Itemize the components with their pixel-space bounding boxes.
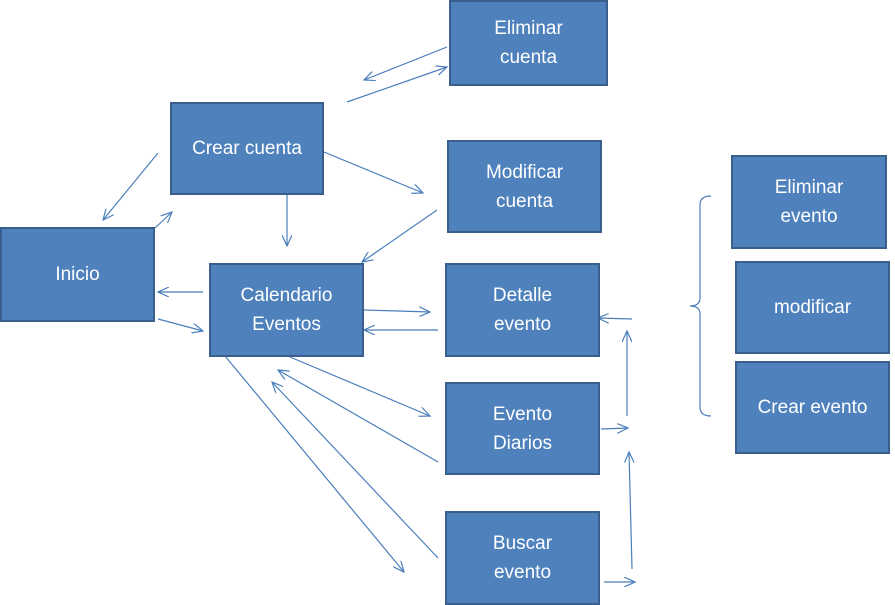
node-buscar-evento: Buscar evento	[445, 511, 600, 605]
arrow-calendario-to-buscar-evento	[224, 355, 404, 572]
arrow-calendario-to-detalle	[363, 310, 430, 312]
node-label: Detalle evento	[492, 285, 553, 335]
node-modificar: modificar	[735, 261, 890, 354]
arrow-modificar-cuenta-to-calendario	[362, 209, 438, 262]
arrow-crear-cuenta-to-inicio	[103, 152, 159, 220]
node-evento-diarios: Evento Diarios	[445, 382, 600, 475]
arrow-buscar-evento-to-calendario	[272, 382, 439, 559]
node-eliminar-cuenta: Eliminar cuenta	[449, 0, 608, 86]
arrow-evento-diarios-out	[600, 428, 628, 429]
arrow-crear-cuenta-to-modificar-cuenta	[323, 151, 423, 193]
node-modificar-cuenta: Modificar cuenta	[447, 140, 602, 233]
node-label: Modificar cuenta	[485, 161, 564, 212]
node-label: Crear evento	[757, 397, 868, 418]
arrow-inicio-to-calendario	[157, 318, 203, 331]
node-crear-evento: Crear evento	[735, 361, 890, 454]
node-detalle-evento: Detalle evento	[445, 263, 600, 357]
node-label: Evento Diarios	[492, 403, 553, 454]
arrow-inicio-to-crear-cuenta	[154, 212, 172, 229]
node-label: Eliminar cuenta	[494, 18, 563, 68]
arrow-eliminar-cuenta-to-back	[364, 46, 448, 80]
node-inicio: Inicio	[0, 227, 155, 322]
node-eliminar-evento: Eliminar evento	[731, 155, 887, 249]
node-label: Eliminar evento	[774, 177, 844, 227]
node-crear-cuenta: Crear cuenta	[170, 102, 324, 195]
arrow-into-detalle-evento	[598, 318, 633, 319]
node-calendario-eventos: Calendario Eventos	[209, 263, 364, 357]
arrow-vertical-up-lower	[629, 452, 632, 570]
node-label: modificar	[773, 297, 852, 318]
node-label: Calendario Eventos	[240, 285, 333, 335]
brace-bracket	[689, 195, 712, 417]
node-label: Buscar evento	[492, 533, 553, 583]
node-label: Inicio	[55, 264, 100, 285]
arrow-crear-cuenta-to-eliminar-cuenta	[346, 67, 447, 103]
arrow-evento-diarios-to-calendario	[278, 370, 439, 463]
arrow-calendario-to-evento-diarios	[289, 356, 430, 416]
node-label: Crear cuenta	[192, 138, 302, 159]
